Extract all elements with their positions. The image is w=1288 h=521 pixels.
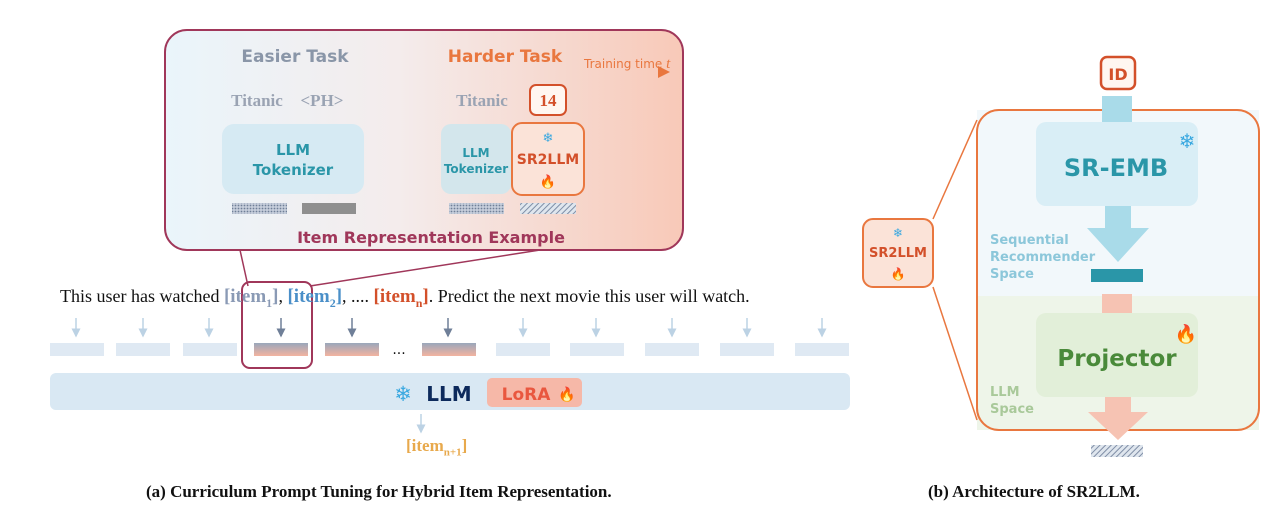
item1-token: [item1] <box>223 286 279 310</box>
llm-tokenizer-line2: Tokenizer <box>253 161 334 179</box>
small-tokenizer-box <box>441 124 511 194</box>
id-stem <box>1102 96 1132 122</box>
token <box>645 343 699 356</box>
sr2llm-small-box <box>511 122 585 196</box>
token <box>795 343 849 356</box>
id-label: ID <box>1108 65 1127 84</box>
item2-close: ] <box>335 286 343 307</box>
token <box>720 343 774 356</box>
projector-box <box>1036 313 1198 397</box>
fire-icon: 🔥 <box>558 386 575 403</box>
llm-space-line2: Space <box>990 402 1034 417</box>
callout-line-right <box>309 249 541 287</box>
item2-open: [item <box>287 286 330 307</box>
token <box>50 343 104 356</box>
lora-label: LoRA <box>502 385 552 405</box>
fire-icon: 🔥 <box>1175 323 1197 345</box>
next-close: ] <box>461 436 468 455</box>
token <box>183 343 237 356</box>
item1-close: ] <box>272 286 279 307</box>
sr2llm-small-label: SR2LLM <box>517 152 579 168</box>
seq-space-line1: Sequential <box>990 233 1069 248</box>
token-hatched-right <box>520 203 576 214</box>
next-sub: n+1 <box>443 446 462 459</box>
sr-embedding-token <box>1091 269 1143 282</box>
id-box <box>1099 55 1137 91</box>
token-gray <box>302 203 356 214</box>
titanic-right: Titanic <box>456 91 508 110</box>
easier-task-label: Easier Task <box>241 47 349 67</box>
seq-space-line2: Recommender <box>990 250 1096 265</box>
llm-space-line1: LLM <box>990 385 1020 400</box>
itemn-open: [item <box>373 286 416 307</box>
fire-icon: 🔥 <box>540 174 556 190</box>
sr-emb-box <box>1036 122 1198 206</box>
sr2llm-mini-box <box>862 218 934 288</box>
titanic-left: Titanic <box>231 91 283 110</box>
example-title: Item Representation Example <box>297 228 565 247</box>
token-item2 <box>325 343 379 356</box>
prompt-prefix: This user has watched <box>60 286 224 306</box>
caption-a: (a) Curriculum Prompt Tuning for Hybrid … <box>146 482 612 501</box>
callout-line-left <box>239 249 249 287</box>
harder-task-label: Harder Task <box>448 47 563 67</box>
token <box>116 343 170 356</box>
id-number-box <box>529 84 567 116</box>
item1-open: [item <box>223 286 267 307</box>
id-number: 14 <box>540 91 558 110</box>
token-row: ... <box>50 318 849 358</box>
llm-tokenizer-box <box>222 124 364 194</box>
snowflake-icon: ❄ <box>543 131 554 146</box>
small-tokenizer-line1: LLM <box>462 146 489 160</box>
snowflake-icon: ❄ <box>394 382 412 406</box>
small-tokenizer-line2: Tokenizer <box>444 162 508 176</box>
token <box>570 343 624 356</box>
down-arrow-orange <box>1088 397 1148 440</box>
projector-label: Projector <box>1057 346 1177 372</box>
seq-space-line3: Space <box>990 267 1034 282</box>
sr-emb-label: SR-EMB <box>1064 154 1168 182</box>
itemn-close: ] <box>422 286 429 307</box>
fire-icon: 🔥 <box>891 267 906 281</box>
llm-embedding-token <box>1091 445 1143 457</box>
item1-highlight <box>241 281 313 369</box>
caption-b: (b) Architecture of SR2LLM. <box>928 482 1140 501</box>
prompt-ellipsis: , .... <box>342 286 374 306</box>
token <box>496 343 550 356</box>
down-arrow-blue <box>1087 206 1149 262</box>
itemn-sub: n <box>415 295 423 310</box>
zoom-line-bottom <box>932 286 978 421</box>
item2-sub: 2 <box>329 295 336 310</box>
snowflake-icon: ❄ <box>1179 129 1196 153</box>
next-item-label: [itemn+1] <box>406 436 467 458</box>
lora-box <box>487 378 582 407</box>
llm-bar <box>50 373 850 410</box>
placeholder-token: <PH> <box>301 91 344 110</box>
llm-label: LLM <box>426 382 471 406</box>
item1-sub: 1 <box>266 295 273 310</box>
dots-label: ... <box>392 342 405 358</box>
projector-stem <box>1102 294 1132 314</box>
training-time-label: Training time t <box>583 56 671 72</box>
prompt-comma: , <box>278 286 288 306</box>
next-open: [item <box>406 436 444 455</box>
token-hatched-left <box>232 203 287 214</box>
itemn-token: [itemn] <box>373 286 429 310</box>
token-dotted-right <box>449 203 504 214</box>
prompt-suffix: . Predict the next movie this user will … <box>428 286 750 306</box>
sr2llm-label: SR2LLM <box>869 246 927 261</box>
token-item1 <box>254 343 308 356</box>
item2-token: [item2] <box>287 286 343 310</box>
prompt-sentence: This user has watched [item1], [item2], … <box>60 286 860 311</box>
zoom-line-top <box>932 119 978 220</box>
token-itemn <box>422 343 476 356</box>
snowflake-icon: ❄ <box>893 226 903 240</box>
llm-tokenizer-line1: LLM <box>276 141 310 159</box>
